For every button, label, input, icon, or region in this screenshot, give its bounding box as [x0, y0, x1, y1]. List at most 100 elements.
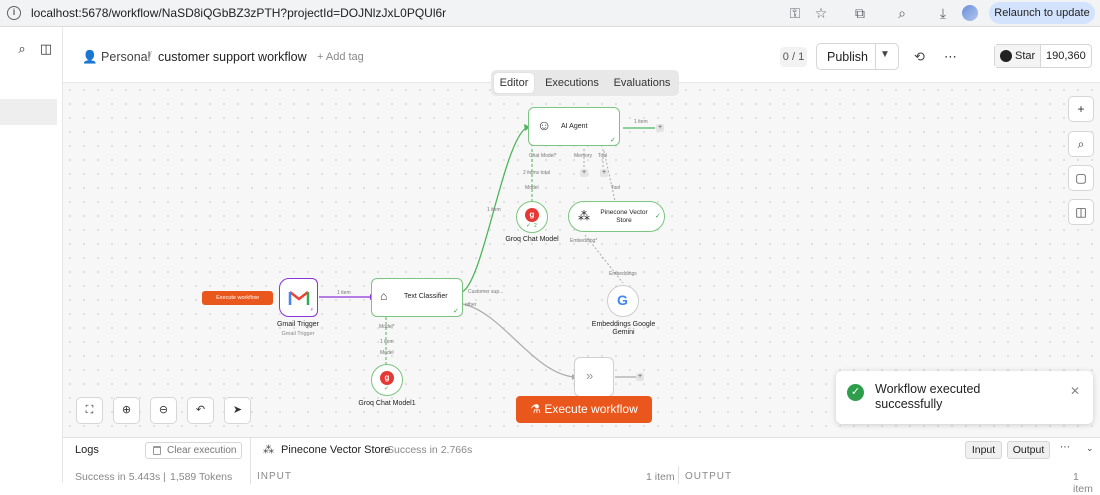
check-circle-icon: ✓ — [847, 384, 864, 401]
publish-button[interactable]: Publish ▼ — [816, 43, 899, 70]
github-star-button[interactable]: Star — [995, 45, 1041, 67]
search-nodes-icon[interactable]: ⌕ — [1068, 131, 1094, 157]
version-counter: 0 / 1 — [780, 47, 807, 67]
output-toggle-button[interactable]: Output — [1007, 441, 1050, 459]
run-separator: | — [163, 471, 166, 483]
node-placeholder-target[interactable]: » — [574, 357, 614, 397]
clear-execution-button[interactable]: Clear execution — [145, 442, 242, 459]
toast-message: Workflow executed successfully — [875, 382, 981, 411]
github-star-widget[interactable]: Star 190,360 — [994, 44, 1092, 68]
edge-tool-pinecone — [603, 150, 616, 202]
success-check-icon: ✓ — [610, 137, 616, 144]
relaunch-button[interactable]: Relaunch to update — [989, 2, 1095, 24]
project-label: Personal — [101, 50, 151, 64]
add-tag-button[interactable]: + Add tag — [317, 51, 364, 63]
address-bar[interactable]: localhost:5678/workflow/NaSD8iQGbBZ3zPTH… — [31, 6, 447, 20]
edge-label-groq-total: 2 items total — [523, 170, 550, 176]
pinecone-icon: ⁂ — [263, 444, 274, 456]
logs-title: Logs — [75, 444, 99, 456]
add-node-after-target[interactable]: + — [636, 373, 644, 381]
node-pinecone-label: Pinecone Vector Store — [600, 209, 648, 224]
edge-arrow-agent — [524, 124, 530, 131]
key-icon[interactable]: ⚿ — [789, 5, 801, 21]
breadcrumb-project[interactable]: 👤 Personal — [82, 50, 151, 64]
more-options-icon[interactable]: ⋯ — [1060, 442, 1070, 453]
edge-classifier-agent[interactable] — [461, 127, 527, 293]
success-check-icon: ✓ — [384, 386, 390, 392]
node-groq-chat-model1[interactable]: g ✓ — [371, 364, 403, 396]
sticky-note-icon[interactable]: ▢ — [1068, 165, 1094, 191]
logs-node-status: Success in 2.766s — [387, 444, 473, 456]
node-text-classifier-label: Text Classifier — [404, 293, 448, 300]
connections-layer — [319, 124, 655, 380]
run-status: Success in 5.443s — [75, 471, 161, 483]
logs-selected-node[interactable]: Pinecone Vector Store — [281, 444, 391, 456]
success-check-icon: ✓ — [526, 223, 532, 229]
profile-avatar[interactable] — [962, 5, 978, 21]
clear-execution-label: Clear execution — [167, 445, 237, 456]
success-check-icon: ✓ — [453, 308, 459, 315]
undo-icon[interactable]: ↶ — [187, 397, 214, 424]
tab-search-icon[interactable]: ⌕ — [898, 5, 906, 21]
add-memory-button[interactable]: + — [580, 169, 588, 177]
edge-label-classifier-agent: 1 item — [487, 207, 501, 213]
node-pinecone-vector-store[interactable]: ⁂ Pinecone Vector Store ✓ — [568, 201, 665, 232]
execute-workflow-button[interactable]: ⚗ Execute workflow — [516, 396, 652, 423]
port-groq-model: Model — [525, 185, 539, 191]
node-gmail-trigger[interactable]: ⚡ — [279, 278, 318, 317]
output-label-other: other — [465, 302, 477, 308]
run-tokens: 1,589 Tokens — [170, 471, 233, 483]
search-icon[interactable]: ⌕ — [18, 41, 26, 56]
output-label-customer: Customer sup... — [468, 289, 504, 295]
extensions-icon[interactable]: ⧉ — [855, 5, 865, 21]
add-node-button[interactable]: + — [1068, 96, 1094, 122]
groq-icon: g — [525, 208, 539, 222]
history-icon[interactable]: ⟲ — [914, 49, 925, 64]
node-embeddings-google-gemini[interactable]: G — [607, 285, 639, 317]
breadcrumb-separator: / — [148, 48, 152, 64]
add-tool-button[interactable]: + — [600, 169, 608, 177]
node-groq-chat-model1-label: Groq Chat Model1 — [358, 400, 416, 407]
workflow-title[interactable]: customer support workflow — [158, 50, 307, 64]
sidebar-toggle-icon[interactable]: ◫ — [39, 41, 53, 56]
panel-toggle-icon[interactable]: ◫ — [1068, 199, 1094, 225]
download-icon[interactable]: ⤓ — [939, 5, 947, 21]
view-tabs: Editor Executions Evaluations — [491, 70, 679, 96]
cursor-icon[interactable]: ➤ — [224, 397, 251, 424]
tab-evaluations[interactable]: Evaluations — [613, 77, 671, 89]
node-embeddings-label: Embeddings Google Gemini — [591, 321, 656, 336]
io-divider — [678, 466, 679, 484]
tab-executions[interactable]: Executions — [545, 77, 599, 89]
port-chat-model: Chat Model* — [529, 153, 557, 159]
node-text-classifier[interactable]: ⌂ Text Classifier ✓ — [371, 278, 463, 317]
bookmark-star-icon[interactable]: ☆ — [814, 5, 828, 21]
close-icon[interactable]: ✕ — [1070, 384, 1081, 398]
chevron-down-icon[interactable]: ⌄ — [1086, 443, 1094, 453]
node-ai-agent[interactable]: ☺ AI Agent ✓ — [528, 107, 620, 146]
tab-editor[interactable]: Editor — [494, 73, 534, 93]
edge-classifier-other[interactable] — [462, 303, 575, 378]
chevron-down-icon[interactable]: ▼ — [880, 49, 890, 60]
edge-label-agent-out: 1 item — [634, 119, 648, 125]
fit-view-icon[interactable]: ⛶ — [76, 397, 103, 424]
run-count: 2 — [534, 223, 537, 229]
add-node-after-agent[interactable]: + — [656, 124, 664, 132]
port-model-required: Model* — [379, 324, 395, 330]
node-groq-chat-model[interactable]: g ✓ 2 — [516, 201, 548, 233]
zoom-in-icon[interactable]: ⊕ — [113, 397, 140, 424]
left-sidebar: ⌕ ◫ — [0, 27, 63, 483]
publish-label: Publish — [827, 50, 868, 64]
gmail-icon — [288, 290, 310, 305]
publish-divider — [875, 44, 876, 69]
more-options-icon[interactable]: ⋯ — [944, 49, 957, 64]
input-toggle-button[interactable]: Input — [965, 441, 1002, 459]
zoom-out-icon[interactable]: ⊖ — [150, 397, 177, 424]
workflow-canvas[interactable]: Editor Executions Evaluations Execute wo… — [63, 70, 1100, 437]
site-info-icon[interactable]: i — [7, 6, 21, 20]
port-embeddings: Embeddings — [609, 271, 637, 277]
output-items: 1 item — [1073, 471, 1093, 495]
sidebar-selected-item[interactable] — [0, 99, 57, 125]
port-tool-in: Tool — [611, 185, 621, 191]
execute-from-trigger-button[interactable]: Execute workflow — [202, 291, 273, 305]
success-check-icon: ✓ — [655, 213, 661, 220]
